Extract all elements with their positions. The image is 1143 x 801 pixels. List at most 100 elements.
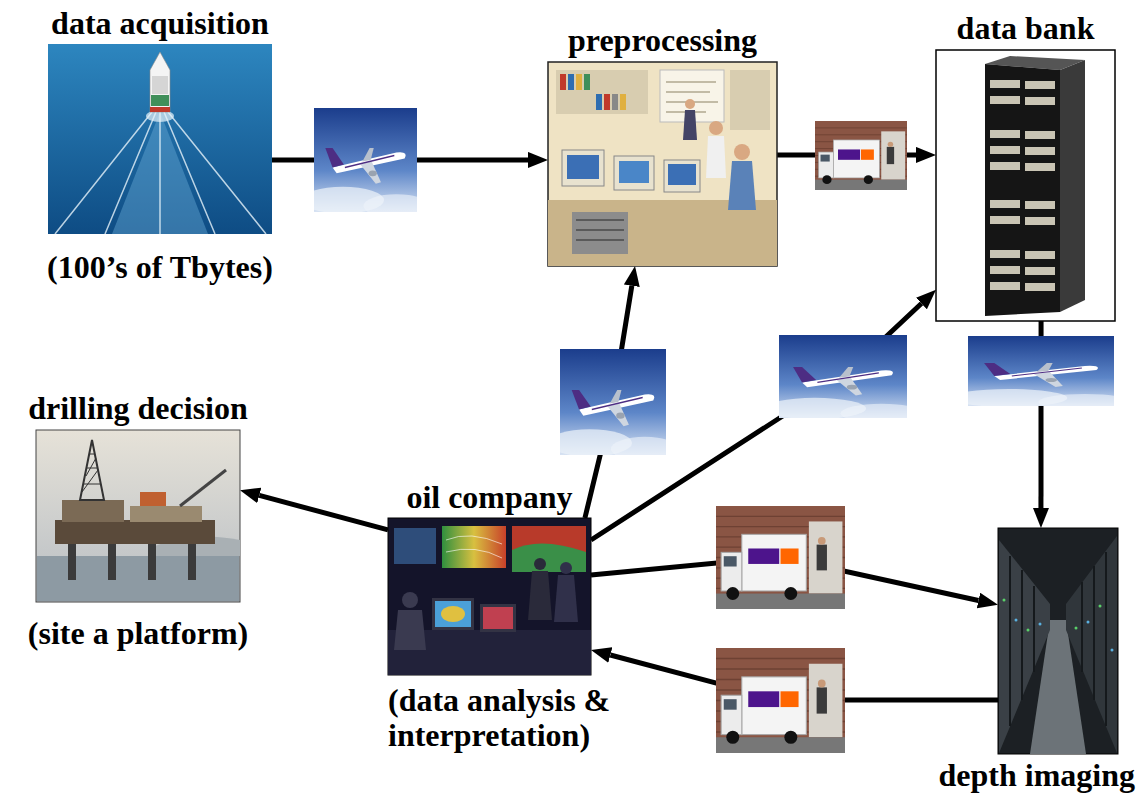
drilling-platform-photo bbox=[36, 430, 240, 602]
node-heading: data acquisition bbox=[51, 6, 269, 41]
data-bank-photo-part bbox=[1025, 147, 1055, 155]
drilling-platform-photo-part bbox=[82, 454, 100, 492]
data-bank-photo-part bbox=[1025, 163, 1055, 171]
compute-cluster-photo-part bbox=[1015, 619, 1018, 622]
flow-arrow bbox=[259, 495, 388, 530]
plane-icon bbox=[950, 336, 1131, 410]
photo-node: data acquisition(100’s of Tbytes) bbox=[48, 44, 272, 234]
processing-room-photo-part bbox=[562, 150, 604, 186]
processing-room-photo-part bbox=[572, 212, 628, 254]
drilling-platform-photo-part bbox=[130, 506, 202, 522]
interpretation-room-photo-part bbox=[394, 610, 426, 650]
interpretation-room-photo-part bbox=[441, 606, 465, 622]
drilling-platform-photo-part bbox=[148, 540, 156, 580]
photo-node: preprocessing bbox=[548, 62, 777, 266]
compute-cluster-photo bbox=[998, 528, 1118, 754]
processing-room-photo-part bbox=[666, 82, 718, 112]
compute-cluster-photo-part bbox=[1075, 627, 1078, 630]
data-bank-photo-part bbox=[990, 146, 1020, 154]
plane-icon bbox=[764, 335, 923, 423]
processing-room-photo-part bbox=[664, 160, 700, 192]
compute-cluster-photo-part bbox=[1066, 536, 1117, 753]
compute-cluster-photo-part bbox=[1099, 605, 1102, 608]
compute-cluster-photo-part bbox=[1010, 552, 1106, 726]
processing-room-photo-part bbox=[614, 156, 654, 190]
node-caption: (100’s of Tbytes) bbox=[47, 250, 273, 285]
processing-room-photo-part bbox=[685, 99, 695, 109]
interpretation-room-photo bbox=[388, 518, 591, 675]
compute-cluster-photo-part bbox=[1087, 621, 1090, 624]
processing-room-photo-part bbox=[619, 161, 649, 183]
processing-room-photo-part bbox=[548, 62, 777, 266]
processing-room-photo-part bbox=[620, 94, 626, 110]
interpretation-room-photo-part bbox=[512, 526, 586, 572]
node-caption: (site a platform) bbox=[28, 616, 248, 651]
survey-ship-photo-part bbox=[150, 52, 170, 112]
compute-cluster-photo-part bbox=[1003, 599, 1006, 602]
plane-icon bbox=[302, 108, 430, 218]
photo-node: data bank bbox=[936, 50, 1115, 321]
data-bank-photo-part bbox=[990, 96, 1020, 104]
processing-room-photo bbox=[548, 62, 777, 266]
interpretation-room-photo-part bbox=[432, 598, 474, 630]
data-bank-photo-part bbox=[1025, 81, 1055, 89]
compute-cluster-photo-part bbox=[1111, 649, 1114, 652]
data-bank-photo-part bbox=[990, 162, 1020, 170]
processing-room-photo-part bbox=[668, 164, 696, 185]
drilling-platform-photo-part bbox=[37, 556, 239, 601]
data-bank-photo-part bbox=[1025, 97, 1055, 105]
processing-room-photo-part bbox=[728, 161, 756, 210]
processing-room-photo-part bbox=[709, 121, 723, 135]
data-bank-photo-part bbox=[1025, 251, 1055, 259]
data-bank-photo-part bbox=[990, 130, 1020, 138]
drilling-platform-photo-part bbox=[36, 430, 240, 602]
interpretation-room-photo-part bbox=[528, 571, 552, 620]
truck-icon bbox=[716, 506, 845, 609]
processing-room-photo-part bbox=[706, 136, 726, 178]
data-bank-photo-part bbox=[1025, 283, 1055, 291]
data-bank-photo-part bbox=[1060, 60, 1085, 312]
interpretation-room-photo-part bbox=[534, 558, 546, 570]
interpretation-room-photo-part bbox=[480, 604, 516, 632]
interpretation-room-photo-part bbox=[554, 575, 578, 622]
drilling-platform-photo-part bbox=[108, 540, 116, 580]
interpretation-room-photo-part bbox=[512, 543, 586, 572]
survey-ship-photo-part bbox=[151, 95, 169, 106]
compute-cluster-photo-part bbox=[1027, 629, 1030, 632]
data-bank-photo-part bbox=[1025, 201, 1055, 209]
processing-room-photo-part bbox=[576, 220, 624, 240]
drilling-platform-photo-part bbox=[140, 492, 166, 506]
node-heading: drilling decision bbox=[28, 391, 248, 426]
data-bank-photo-part bbox=[990, 250, 1020, 258]
processing-room-photo-part bbox=[576, 74, 582, 90]
interpretation-room-photo-part bbox=[402, 592, 418, 608]
node-heading: data bank bbox=[957, 11, 1095, 46]
data-bank-photo-part bbox=[990, 200, 1020, 208]
interpretation-room-photo-part bbox=[446, 536, 502, 558]
compute-cluster-photo-part bbox=[999, 540, 1050, 753]
processing-room-photo-part bbox=[567, 155, 599, 179]
survey-ship-photo-part bbox=[48, 44, 272, 234]
data-bank-photo-part bbox=[1025, 267, 1055, 275]
survey-ship-photo-part bbox=[55, 112, 266, 234]
survey-ship-photo-part bbox=[152, 76, 168, 94]
data-bank-photo-part bbox=[1025, 131, 1055, 139]
interpretation-room-photo-part bbox=[560, 562, 572, 574]
processing-room-photo-part bbox=[730, 70, 770, 130]
drilling-platform-photo-part bbox=[62, 500, 124, 522]
photo-node: oil company(data analysis & interpretati… bbox=[388, 518, 591, 675]
interpretation-room-photo-part bbox=[435, 601, 471, 627]
plane-icon bbox=[547, 349, 678, 461]
drilling-platform-photo-part bbox=[188, 540, 196, 580]
data-bank-photo bbox=[936, 50, 1115, 321]
data-bank-photo-part bbox=[990, 266, 1020, 274]
drilling-platform-photo-part bbox=[80, 440, 104, 500]
data-bank-photo-part bbox=[990, 80, 1020, 88]
photo-node: depth imaging bbox=[998, 528, 1118, 754]
drilling-platform-photo-part bbox=[180, 470, 226, 506]
interpretation-room-photo-part bbox=[394, 528, 436, 564]
processing-room-photo-part bbox=[612, 94, 618, 110]
processing-room-photo-part bbox=[596, 94, 602, 110]
